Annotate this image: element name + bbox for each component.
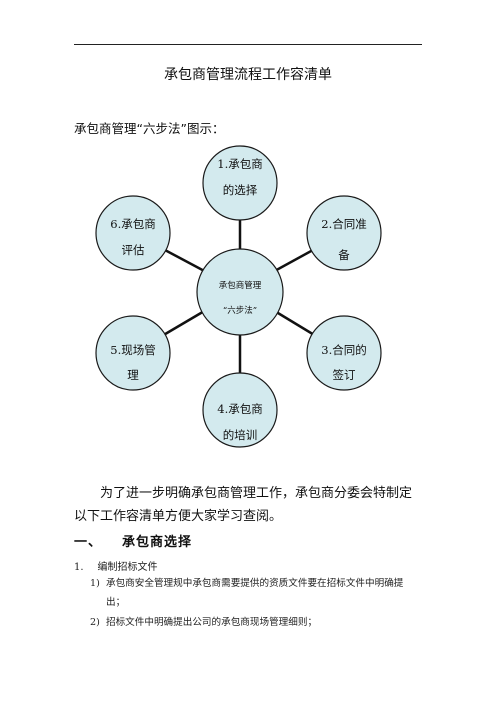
sub-list-item: 1) 承包商安全管理规中承包商需要提供的资质文件要在招标文件中明确提 出；: [90, 574, 424, 612]
sub-item-text-line2: 出；: [106, 597, 126, 608]
step-5-line1: 5.现场管: [110, 343, 155, 357]
step-node-2: 2.合同准 备: [306, 195, 382, 271]
center-label-line2: “六步法”: [223, 305, 257, 316]
sub-item-text-line1: 承包商安全管理规中承包商需要提供的资质文件要在招标文件中明确提: [106, 578, 404, 589]
document-title: 承包商管理流程工作容清单: [164, 67, 332, 83]
header-rule: [74, 44, 422, 45]
sub-item-number: 1): [90, 578, 100, 589]
step-4-line1: 4.承包商: [217, 402, 262, 416]
center-node: 承包商管理 “六步法”: [196, 248, 284, 336]
step-6-line1: 6.承包商: [110, 217, 155, 231]
step-node-1: 1.承包商 的选择: [202, 145, 278, 221]
step-3-line2: 签订: [333, 368, 356, 382]
step-2-line1: 2.合同准: [321, 217, 366, 231]
list-item: 1. 编制招标文件: [74, 558, 158, 573]
step-3-line1: 3.合同的: [321, 343, 366, 357]
step-node-6: 6.承包商 评估: [95, 195, 171, 271]
diagram-caption: 承包商管理“六步法”图示：: [74, 121, 225, 136]
step-1-line2: 的选择: [223, 183, 258, 197]
section-number: 一、: [74, 535, 103, 550]
step-1-line1: 1.承包商: [217, 157, 262, 171]
step-node-5: 5.现场管 理: [95, 315, 171, 391]
item-number: 1.: [74, 562, 84, 573]
center-label-line1: 承包商管理: [219, 280, 262, 291]
sub-item-number: 2): [90, 617, 100, 628]
section-title: 承包商选择: [122, 535, 193, 550]
six-step-diagram: 承包商管理 “六步法” 1.承包商 的选择 2.合同准 备 3.合同的 签订 4…: [95, 145, 382, 448]
step-5-line2: 理: [127, 368, 139, 382]
item-text: 编制招标文件: [97, 562, 158, 573]
step-node-3: 3.合同的 签订: [306, 315, 382, 391]
sub-list-item: 2) 招标文件中明确提出公司的承包商现场管理细则；: [90, 613, 424, 632]
section-heading: 一、 承包商选择: [74, 531, 192, 550]
intro-paragraph: 为了进一步明确承包商管理工作，承包商分委会特制定以下工作容清单方便大家学习查阅。: [74, 486, 413, 524]
step-node-4: 4.承包商 的培训: [202, 372, 278, 448]
step-4-line2: 的培训: [223, 428, 258, 442]
sub-item-text-line1: 招标文件中明确提出公司的承包商现场管理细则；: [106, 617, 318, 628]
step-6-line2: 评估: [122, 243, 145, 257]
step-2-line2: 备: [338, 248, 350, 262]
